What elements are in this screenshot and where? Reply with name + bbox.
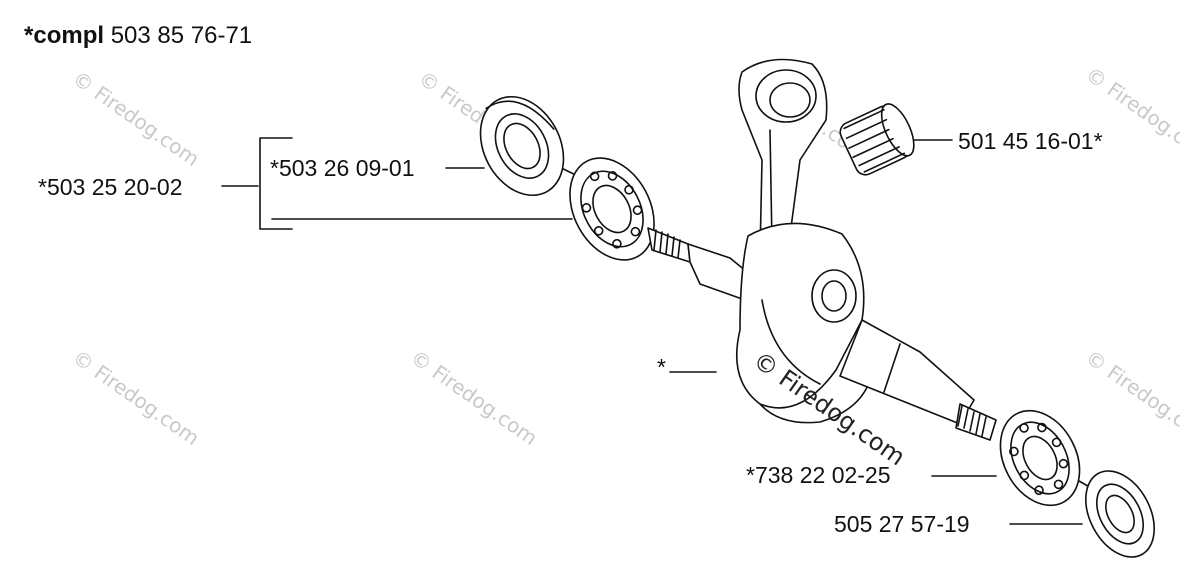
ball-bearing-left [569, 157, 655, 261]
assembly-part-number: 503 85 76-71 [110, 22, 253, 49]
connecting-rod [738, 58, 828, 255]
leader-lines [221, 137, 1113, 525]
oil-seal-right [1085, 470, 1155, 558]
assembly-title-prefix: *compl [24, 22, 105, 49]
crankshaft-right-taper [839, 319, 997, 441]
part-label-seal-left: *503 26 09-01 [270, 155, 415, 181]
part-label-seal-right: 505 27 57-19 [834, 511, 970, 537]
assembly-title: *compl 503 85 76-71 [24, 22, 252, 50]
crankshaft-left-stub [647, 227, 753, 301]
part-label-crankshaft: * [657, 354, 666, 380]
needle-bearing [839, 103, 915, 176]
part-label-bearing-kit: *503 25 20-02 [38, 174, 183, 200]
part-label-needle-bearing: 501 45 16-01* [958, 128, 1103, 154]
ball-bearing-right [999, 409, 1081, 507]
part-label-bearing-right: *738 22 02-25 [746, 462, 891, 488]
crank-webs [735, 222, 871, 424]
oil-seal-left [479, 95, 565, 197]
